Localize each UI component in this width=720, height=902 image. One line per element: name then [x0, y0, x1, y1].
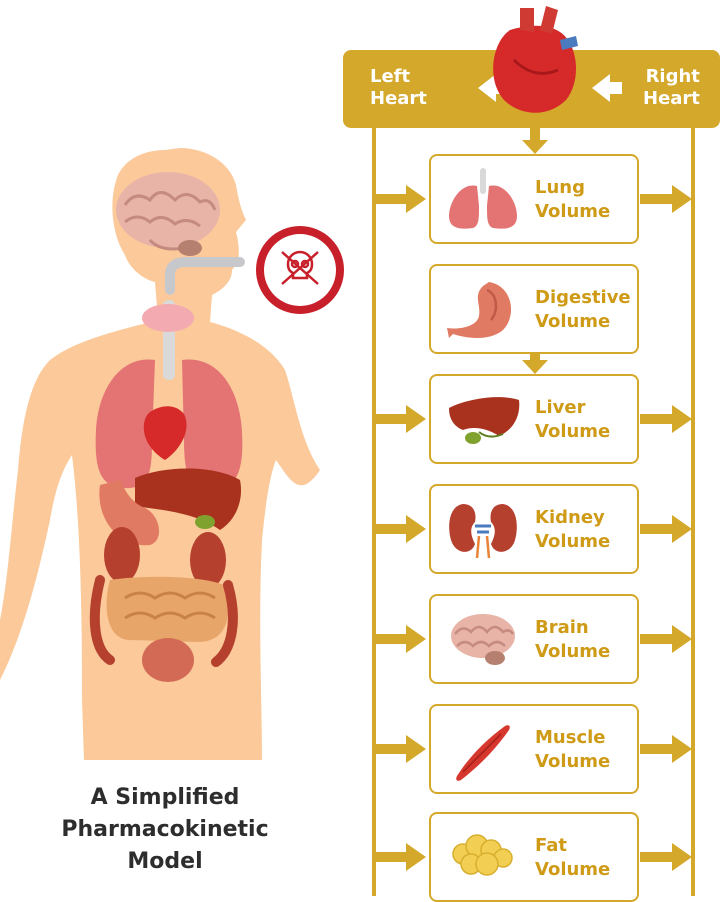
arterial-line — [372, 128, 376, 896]
kidneys-icon — [443, 496, 523, 562]
outflow-arrow-3 — [640, 625, 692, 653]
inflow-arrow-5 — [376, 843, 426, 871]
left-heart-label: Left Heart — [370, 66, 427, 110]
inflow-arrow-0 — [376, 185, 426, 213]
inflow-arrow-3 — [376, 625, 426, 653]
venous-line — [691, 128, 695, 896]
fat-icon — [443, 824, 523, 890]
arrow-heart-to-lung — [522, 128, 548, 154]
liver-icon — [443, 386, 523, 452]
brain-icon — [443, 606, 523, 672]
inflow-arrow-2 — [376, 515, 426, 543]
inflow-arrow-4 — [376, 735, 426, 763]
right-heart-label: Right Heart — [643, 66, 700, 110]
outflow-arrow-1 — [640, 405, 692, 433]
muscle-icon — [443, 716, 523, 782]
inflow-arrow-1 — [376, 405, 426, 433]
lungs-icon — [443, 166, 523, 232]
stomach-icon — [443, 276, 523, 342]
outflow-arrow-2 — [640, 515, 692, 543]
heart-icon — [493, 6, 578, 113]
outflow-arrow-4 — [640, 735, 692, 763]
outflow-arrow-5 — [640, 843, 692, 871]
outflow-arrow-0 — [640, 185, 692, 213]
